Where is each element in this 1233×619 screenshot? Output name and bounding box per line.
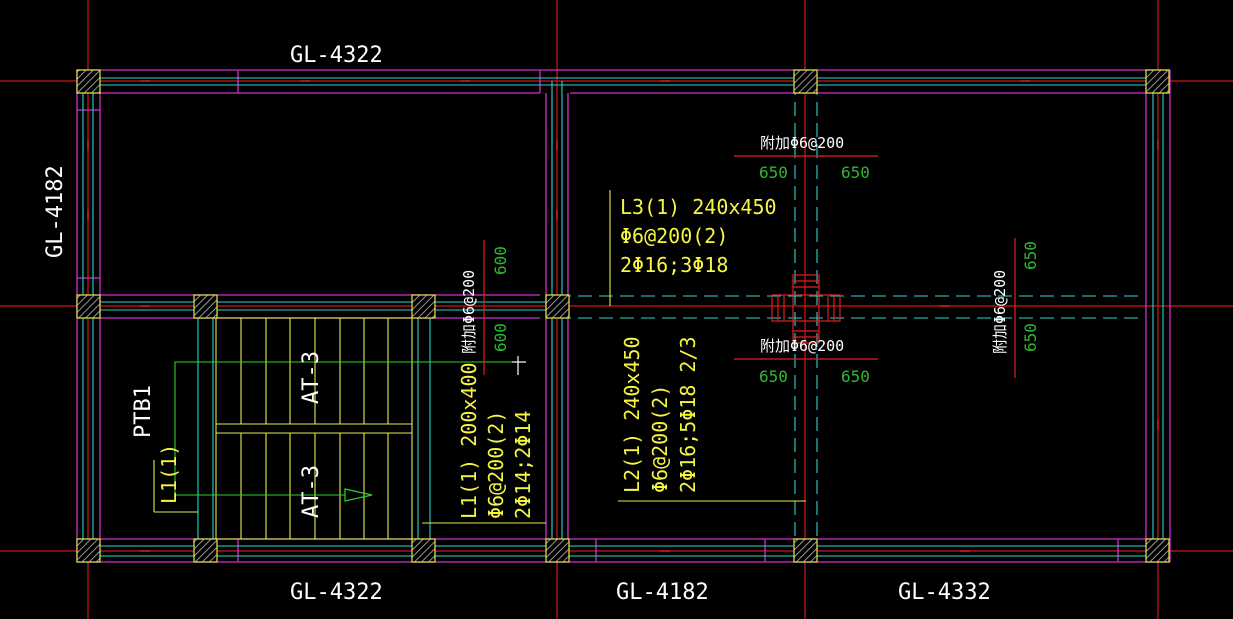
extra-rebar-right-top: 650: [1021, 241, 1040, 270]
gl-left-label: GL-4182: [43, 165, 68, 258]
beam-l2-line3: 2Φ16;5Φ18 2/3: [676, 336, 700, 493]
beam-l2-line1: L2(1) 240x450: [620, 336, 644, 493]
l1-tag-label: L1(1): [157, 444, 181, 504]
extra-rebar-right-bottom: 650: [1021, 323, 1040, 352]
stair-direction-arrow: [174, 361, 512, 502]
beam-l3-line2: Φ6@200(2): [620, 224, 728, 248]
column: [545, 294, 570, 319]
at3-lower-label: AT-3: [299, 465, 324, 518]
gl-bottom-right-label: GL-4332: [898, 580, 991, 605]
extra-rebar-mid-label: 附加Φ6@200: [760, 337, 844, 355]
beam-l3-line1: L3(1) 240x450: [620, 195, 777, 219]
extra-rebar-mid-right: 650: [841, 367, 870, 386]
gl-top-label: GL-4322: [290, 43, 383, 68]
extra-rebar-left-top: 600: [491, 246, 510, 275]
extra-rebar-marks: [483, 155, 1016, 378]
extra-rebar-top-left: 650: [759, 163, 788, 182]
extra-rebar-top-label: 附加Φ6@200: [760, 134, 844, 152]
stair-flights: [215, 317, 413, 540]
column: [1145, 538, 1170, 563]
l1-leader: [153, 356, 526, 513]
beam-l3-line3: 2Φ16;3Φ18: [620, 253, 728, 277]
extra-rebar-left-bottom: 600: [491, 323, 510, 352]
column: [193, 294, 218, 319]
beam-l1-line2: Φ6@200(2): [484, 411, 508, 519]
column: [1145, 69, 1170, 94]
extra-rebar-mid-left: 650: [759, 367, 788, 386]
column: [545, 538, 570, 563]
beam-l2-line2: Φ6@200(2): [648, 385, 672, 493]
at3-upper-label: AT-3: [299, 351, 324, 404]
column: [76, 538, 101, 563]
beam-text-leaders: [422, 190, 806, 524]
grid-dash-marks: [87, 80, 1159, 552]
column: [193, 538, 218, 563]
column: [411, 538, 436, 563]
beam-lines: [82, 77, 1164, 557]
columns: [76, 69, 1170, 563]
beam-l1-line1: L1(1) 200x400: [457, 362, 481, 519]
column: [793, 69, 818, 94]
beam-l1-line3: 2Φ14;2Φ14: [511, 411, 535, 519]
column: [76, 294, 101, 319]
gl-bottom-mid-label: GL-4182: [616, 580, 709, 605]
ptb1-label: PTB1: [131, 385, 156, 438]
column: [76, 69, 101, 94]
extra-rebar-left-label: 附加Φ6@200: [460, 270, 478, 354]
extra-rebar-right-label: 附加Φ6@200: [991, 270, 1009, 354]
extra-rebar-top-right: 650: [841, 163, 870, 182]
column: [411, 294, 436, 319]
column: [793, 538, 818, 563]
gl-bottom-left-label: GL-4322: [290, 580, 383, 605]
